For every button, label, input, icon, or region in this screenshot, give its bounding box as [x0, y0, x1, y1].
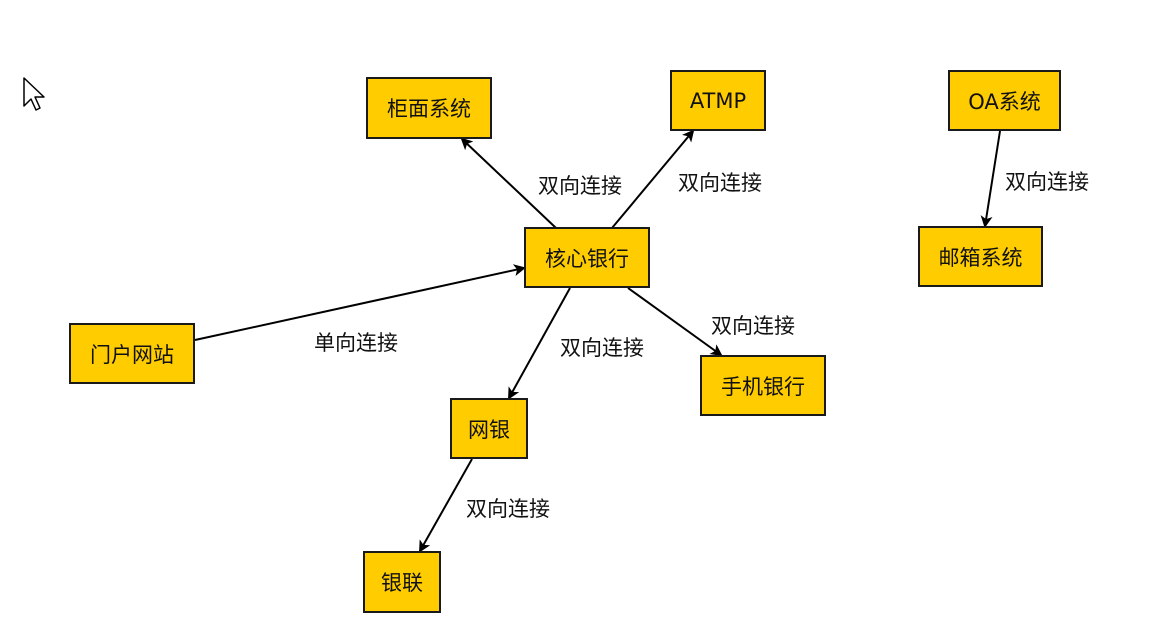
edge-label-core-netbank: 双向连接 — [560, 336, 644, 360]
node-core[interactable]: 核心银行 — [524, 227, 650, 288]
node-mail[interactable]: 邮箱系统 — [918, 226, 1043, 287]
edge-label-oa-mail: 双向连接 — [1005, 170, 1089, 194]
edge-label-core-guimian: 双向连接 — [538, 174, 622, 198]
edge-netbank-unionpay — [419, 458, 473, 553]
node-mobile[interactable]: 手机银行 — [700, 355, 826, 416]
edge-label-netbank-unionpay: 双向连接 — [466, 497, 550, 521]
node-netbank[interactable]: 网银 — [450, 398, 528, 459]
arrow-pointer-icon — [23, 77, 45, 111]
edge-label-core-mobile: 双向连接 — [711, 314, 795, 338]
node-oa[interactable]: OA系统 — [948, 70, 1061, 131]
edge-core-mobile — [627, 287, 723, 357]
edge-portal-core — [194, 264, 526, 341]
edge-label-portal-core: 单向连接 — [314, 331, 398, 355]
edge-core-netbank — [508, 287, 571, 400]
edge-core-guimian — [460, 137, 557, 229]
edge-core-atmp — [611, 129, 695, 229]
node-unionpay[interactable]: 银联 — [363, 551, 441, 613]
edge-label-core-atmp: 双向连接 — [678, 171, 762, 195]
node-guimian[interactable]: 柜面系统 — [366, 77, 492, 139]
node-portal[interactable]: 门户网站 — [69, 323, 195, 384]
edge-oa-mail — [980, 130, 1001, 228]
node-atmp[interactable]: ATMP — [670, 70, 766, 131]
